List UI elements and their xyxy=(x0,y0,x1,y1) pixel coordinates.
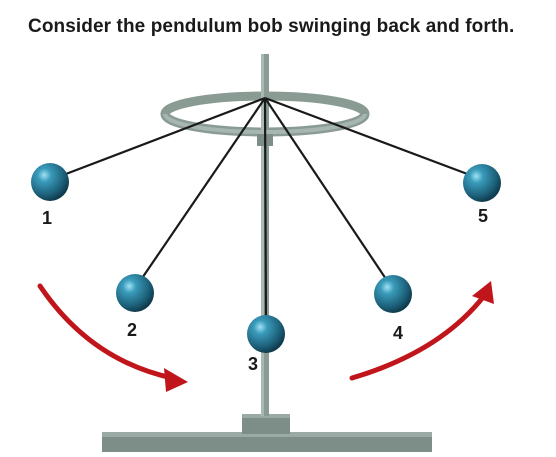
bob-5 xyxy=(463,164,501,202)
strings xyxy=(57,96,479,334)
motion-arrow-left xyxy=(37,283,188,392)
bob-label-1: 1 xyxy=(42,208,52,228)
string-5 xyxy=(264,96,479,180)
string-3 xyxy=(263,97,268,334)
stand-base xyxy=(102,414,432,452)
bob-label-4: 4 xyxy=(393,323,403,343)
string-4 xyxy=(264,97,393,289)
bob-3 xyxy=(247,315,285,353)
bob-2 xyxy=(116,274,154,312)
question-prompt: Consider the pendulum bob swinging back … xyxy=(28,16,515,37)
bob-label-5: 5 xyxy=(478,206,488,226)
bob-1 xyxy=(31,163,69,201)
motion-arrow-right xyxy=(349,281,494,381)
string-1 xyxy=(57,96,266,179)
string-2 xyxy=(135,97,266,288)
bob-4 xyxy=(374,275,412,313)
bob-label-2: 2 xyxy=(127,320,137,340)
bob-label-3: 3 xyxy=(248,354,258,374)
bobs xyxy=(31,163,501,353)
